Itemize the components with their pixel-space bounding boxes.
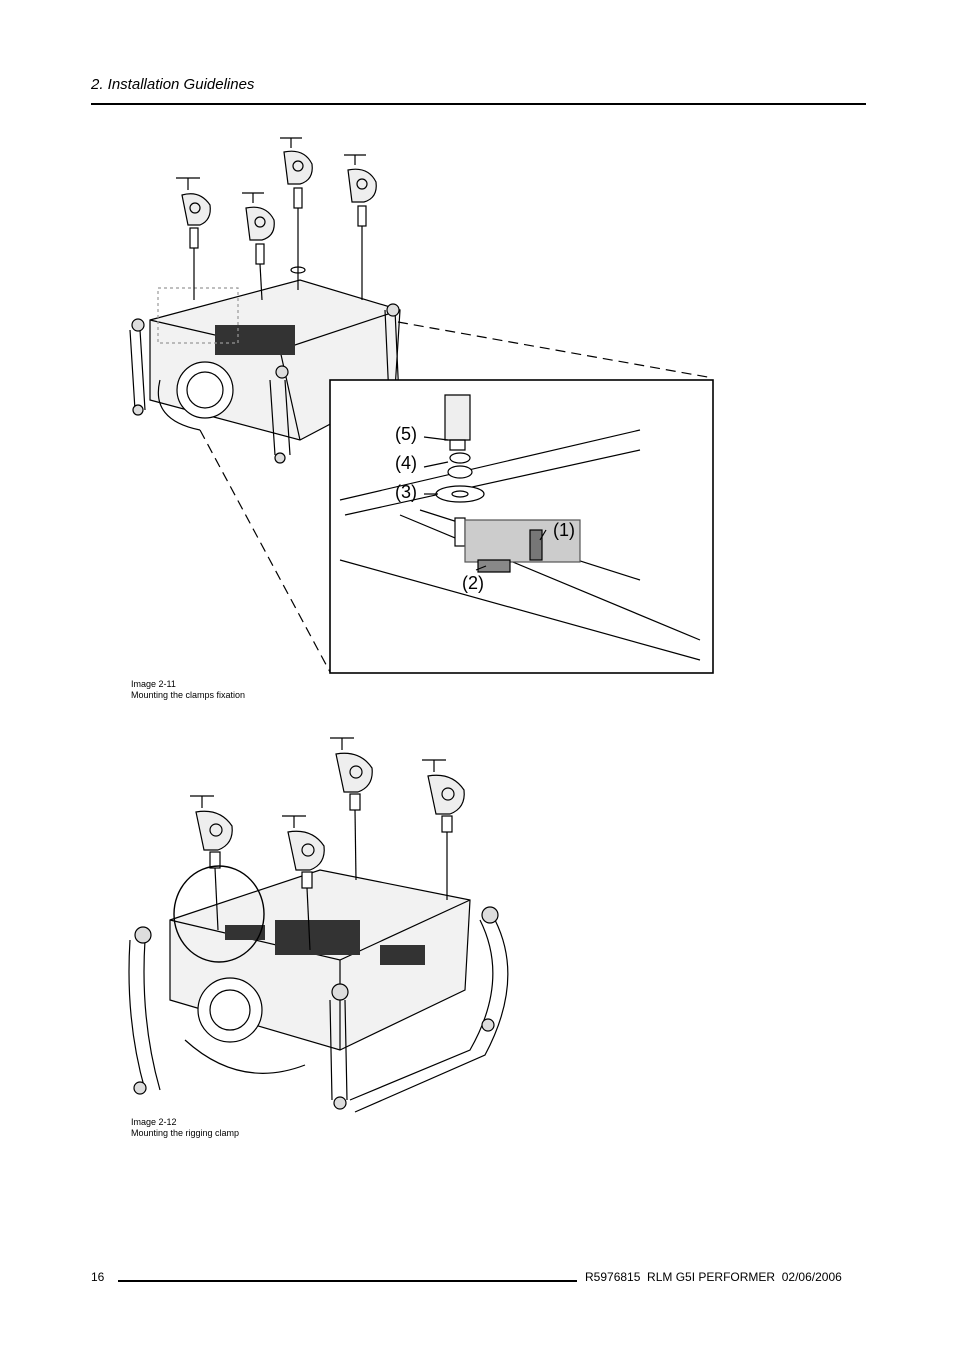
callout-2: (2) bbox=[462, 573, 484, 593]
callout-3: (3) bbox=[395, 482, 417, 502]
callout-1: (1) bbox=[553, 520, 575, 540]
rigging-clamp-d bbox=[422, 759, 465, 900]
page-number: 16 bbox=[91, 1270, 105, 1284]
page-header-title: 2. Installation Guidelines bbox=[91, 76, 255, 93]
figure1-caption: Image 2-11 Mounting the clamps fixation bbox=[131, 679, 245, 701]
footer-rule bbox=[118, 1280, 577, 1282]
figure1-caption-text: Mounting the clamps fixation bbox=[131, 690, 246, 700]
figure-rigging-clamp bbox=[128, 737, 509, 1113]
rigging-clamp-c bbox=[330, 737, 373, 881]
rigging-clamp-4 bbox=[344, 154, 377, 300]
detail-inset bbox=[329, 379, 714, 674]
rigging-clamp-a bbox=[190, 795, 233, 931]
figure1-caption-number: Image 2-11 bbox=[131, 679, 176, 689]
rigging-clamp-b bbox=[282, 815, 325, 951]
rigging-clamp-2 bbox=[242, 192, 275, 301]
callout-5: (5) bbox=[395, 424, 417, 444]
figure2-caption: Image 2-12 Mounting the rigging clamp bbox=[131, 1117, 239, 1139]
callout-4: (4) bbox=[395, 453, 417, 473]
projector-illustration-2 bbox=[128, 869, 509, 1113]
figure-clamps-fixation: (5) (4) (3) (1) (2) bbox=[129, 137, 714, 674]
figure2-caption-number: Image 2-12 bbox=[131, 1117, 177, 1127]
header-rule bbox=[91, 103, 866, 105]
figure2-caption-text: Mounting the rigging clamp bbox=[131, 1128, 240, 1138]
document-reference: R5976815 RLM G5I PERFORMER 02/06/2006 bbox=[585, 1270, 842, 1284]
rigging-clamp-1 bbox=[176, 177, 211, 300]
highlight-circle bbox=[173, 865, 265, 963]
rigging-clamp-3 bbox=[280, 137, 313, 290]
